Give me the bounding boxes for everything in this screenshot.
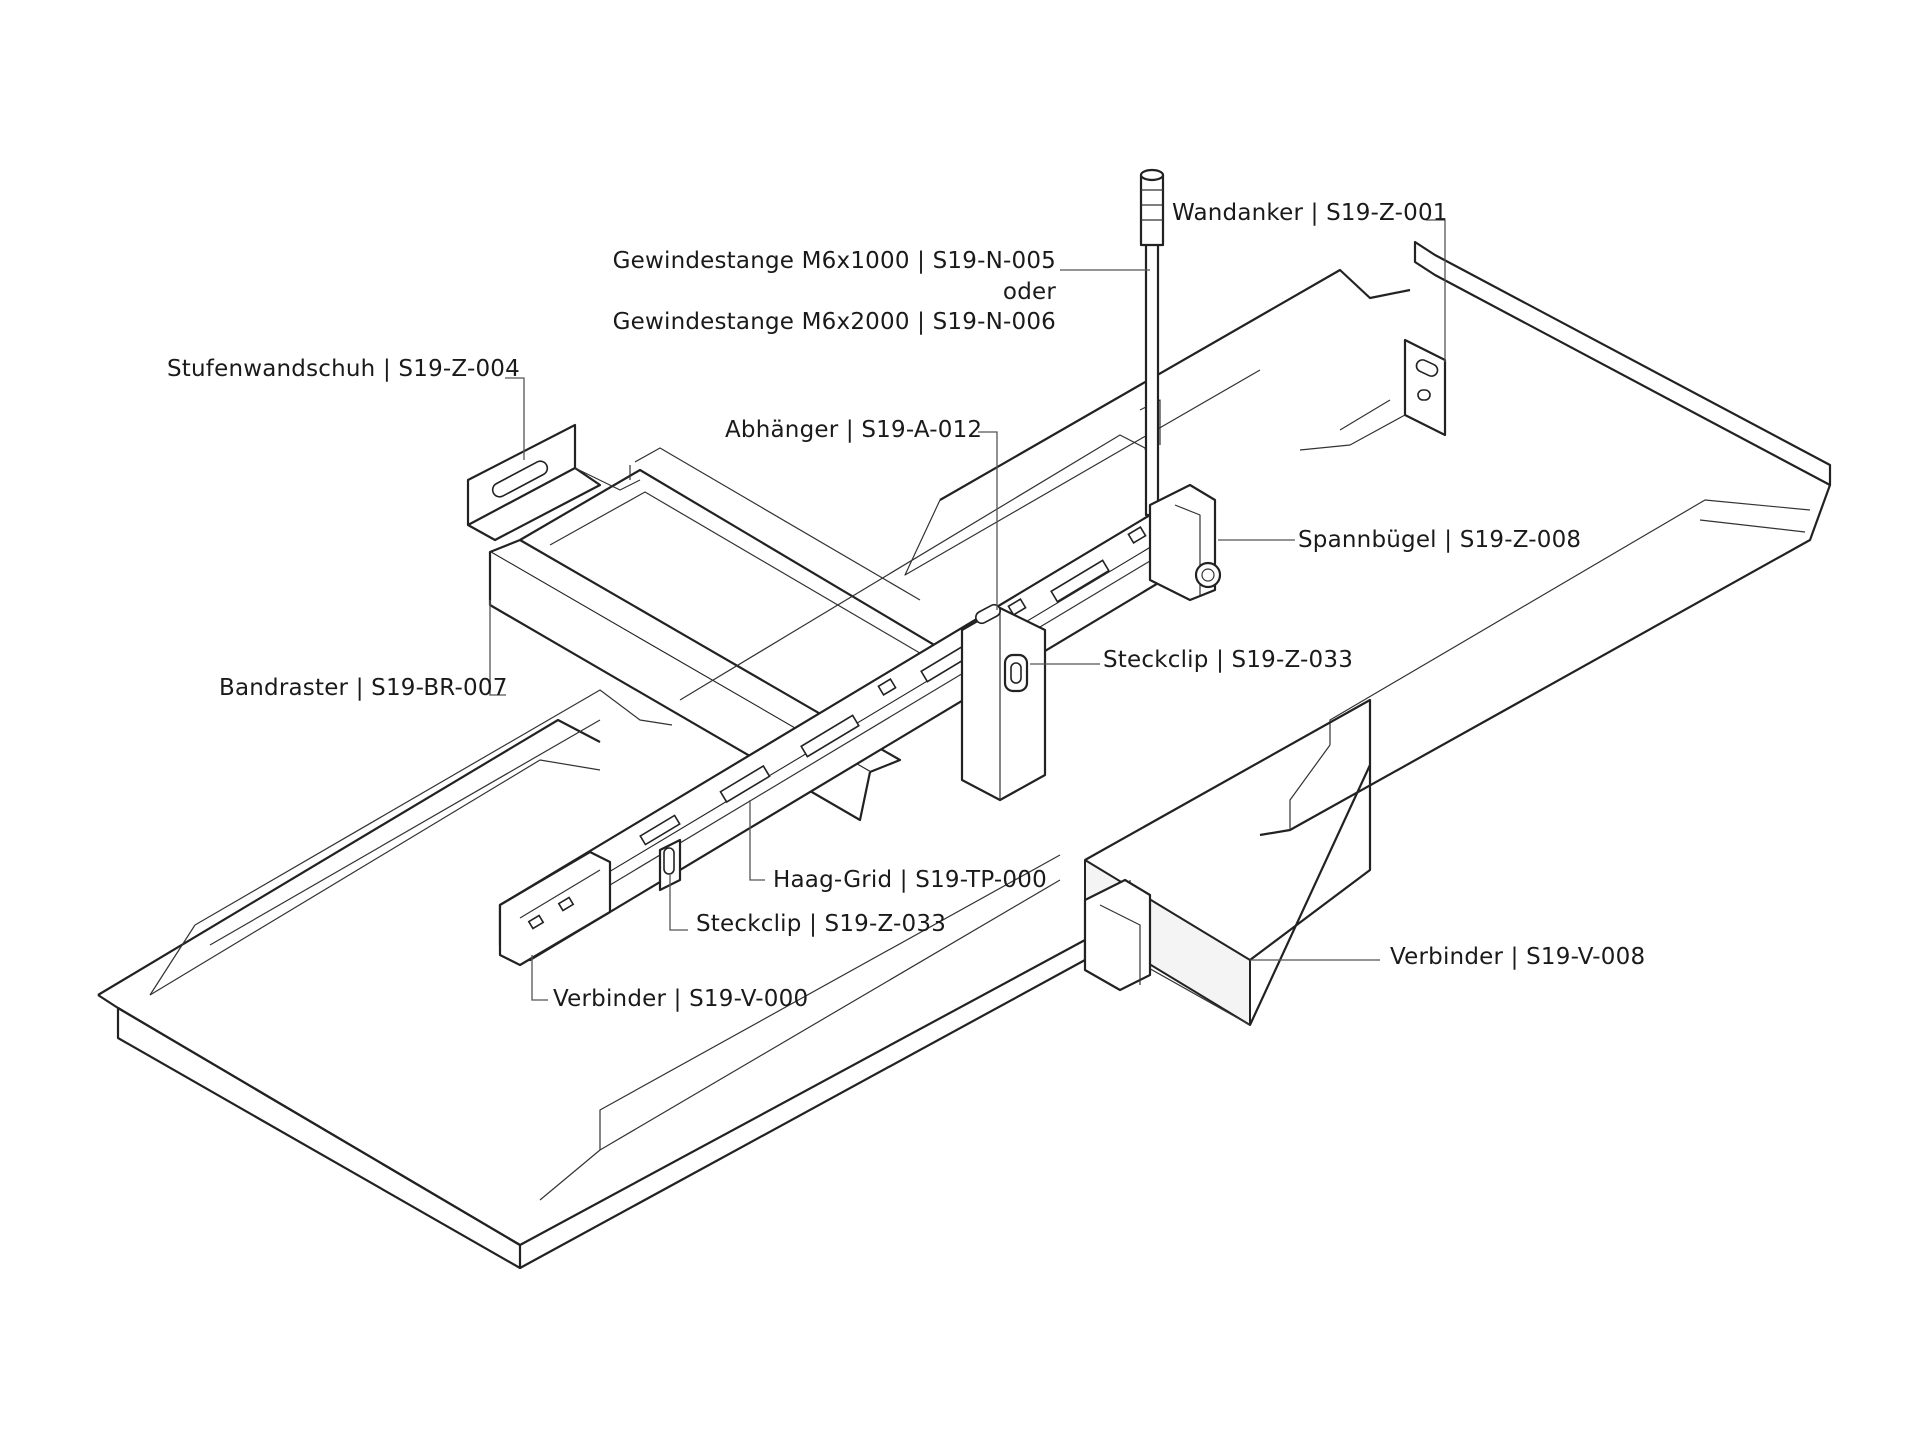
abhaenger-part (960, 603, 1047, 802)
leader-lines (489, 219, 1446, 1001)
label-spannbuegel: Spannbügel | S19-Z-008 (1298, 527, 1582, 553)
stufenwandschuh-part (466, 423, 641, 542)
ceiling-panel-left (97, 689, 1087, 1270)
label-steckclip-lower: Steckclip | S19-Z-033 (696, 911, 947, 937)
verbinder-v008-part (1083, 878, 1152, 992)
label-gewindestange-2: Gewindestange M6x2000 | S19-N-006 (612, 309, 1056, 335)
steckclip-upper-part (1003, 653, 1029, 693)
verbinder-v000-part (498, 850, 612, 967)
wandanker-part (1299, 338, 1447, 451)
label-stufenwandschuh: Stufenwandschuh | S19-Z-004 (167, 356, 520, 382)
steckclip-lower-part (658, 838, 682, 892)
label-wandanker: Wandanker | S19-Z-001 (1172, 200, 1448, 226)
label-bandraster: Bandraster | S19-BR-007 (219, 675, 508, 701)
ceiling-panel-right (904, 240, 1832, 837)
label-verbinder-v008: Verbinder | S19-V-008 (1390, 944, 1646, 970)
label-gewindestange-oder: oder (1002, 279, 1056, 305)
bandraster-channel (488, 447, 1372, 1026)
label-verbinder-v000: Verbinder | S19-V-000 (553, 986, 809, 1012)
label-gewindestange-1: Gewindestange M6x1000 | S19-N-005 (612, 248, 1056, 274)
label-steckclip-upper: Steckclip | S19-Z-033 (1103, 647, 1354, 673)
gewindestange-part (1139, 168, 1165, 517)
label-haag-grid: Haag-Grid | S19-TP-000 (773, 867, 1047, 893)
label-abhaenger: Abhänger | S19-A-012 (725, 417, 983, 443)
spannbuegel-part (1148, 483, 1222, 602)
haag-grid-slots (577, 526, 1147, 874)
